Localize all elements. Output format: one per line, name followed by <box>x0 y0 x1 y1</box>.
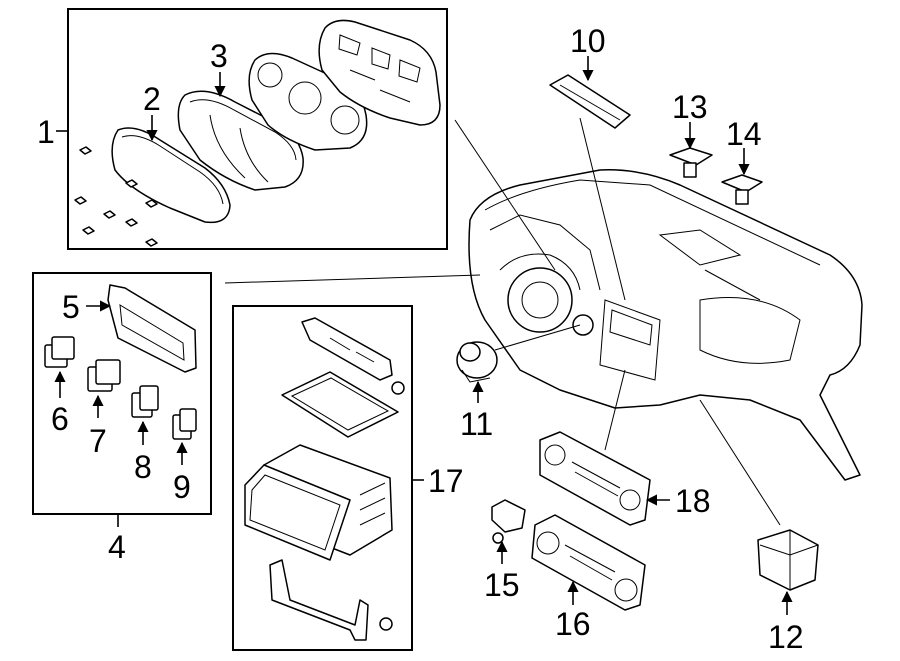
switch-6-part <box>44 336 75 368</box>
switch-bezel-part <box>107 284 197 373</box>
callout-9: 9 <box>173 469 191 505</box>
switch-7-part <box>87 359 121 392</box>
defroster-grille-part <box>549 74 631 129</box>
sensor-13-part <box>669 147 713 178</box>
callout-11: 11 <box>460 406 493 442</box>
callout-6: 6 <box>51 401 69 437</box>
head-unit-top-bracket <box>301 317 405 395</box>
callout-1: 1 <box>37 114 55 150</box>
callout-10: 10 <box>570 23 606 59</box>
head-unit-body <box>244 444 393 561</box>
callout-arrows <box>54 56 793 615</box>
head-unit-group-box <box>232 305 424 651</box>
climate-control-16-part <box>531 514 646 611</box>
callout-17: 17 <box>428 463 464 499</box>
callout-4: 4 <box>108 529 126 565</box>
ignition-switch-part <box>456 341 498 383</box>
callout-15: 15 <box>484 567 520 603</box>
gauge-face-part <box>248 52 368 151</box>
head-unit-plate <box>281 371 399 438</box>
switch-15-part <box>491 499 526 544</box>
control-module-12-part <box>757 529 819 591</box>
circuit-board-part <box>318 19 441 126</box>
callout-5: 5 <box>62 289 80 325</box>
callout-13: 13 <box>672 89 708 125</box>
callout-18: 18 <box>675 483 711 519</box>
cluster-bezel-part <box>177 90 304 191</box>
callout-2: 2 <box>143 81 161 117</box>
head-unit-lower-bracket <box>269 559 393 641</box>
callout-3: 3 <box>210 38 228 74</box>
leader-lines <box>224 117 781 526</box>
callout-7: 7 <box>89 423 107 459</box>
callout-16: 16 <box>555 606 591 642</box>
cluster-clips <box>74 146 158 247</box>
callout-8: 8 <box>134 449 152 485</box>
switch-9-part <box>172 408 197 440</box>
cluster-group-box <box>56 8 448 250</box>
cluster-lens-part <box>111 127 231 224</box>
callout-14: 14 <box>726 116 762 152</box>
callout-labels: 1 2 3 4 5 6 7 8 9 10 11 12 13 14 15 16 1… <box>37 23 804 655</box>
dashboard-panel <box>468 169 863 481</box>
climate-control-18-part <box>539 431 651 526</box>
switch-group-box <box>32 272 212 527</box>
switch-8-part <box>131 385 159 418</box>
callout-12: 12 <box>768 619 804 655</box>
sensor-14-part <box>721 174 763 205</box>
